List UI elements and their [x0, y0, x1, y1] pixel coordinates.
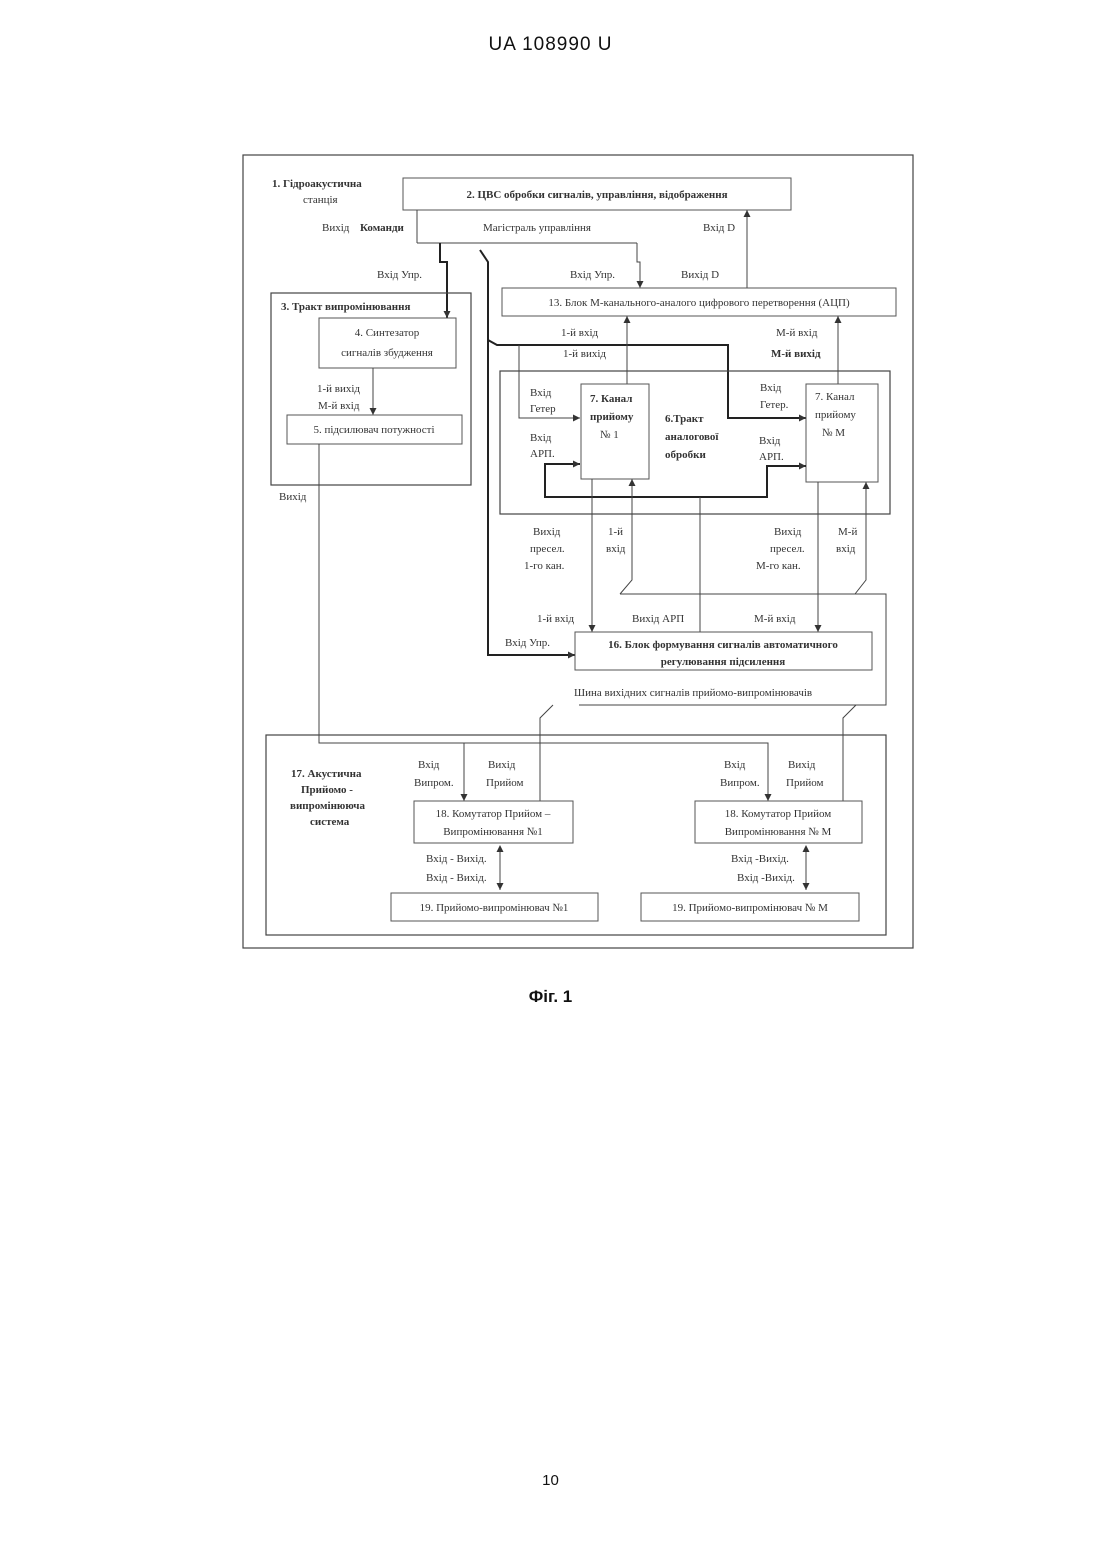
sw1-in-emit-label-1: Вхід: [418, 759, 440, 771]
page-number: 10: [0, 1472, 1101, 1489]
channel-1-label-3: № 1: [600, 429, 619, 441]
iom-label-a: Вхід -Вихід.: [731, 853, 789, 865]
arp-feedback-line-right: [700, 466, 806, 497]
in-m-arp-label: М-й вхід: [754, 613, 796, 625]
het-in-left-label-1: Вхід: [530, 387, 552, 399]
out-1-synth-label: 1-й вихід: [317, 383, 360, 395]
analog-path-label-1: 6.Тракт: [665, 413, 704, 425]
presel-m-label-3: М-го кан.: [756, 560, 801, 572]
in-upr-mid-label: Вхід Упр.: [570, 269, 615, 281]
synth-label-1: 4. Синтезатор: [355, 327, 420, 339]
arp-in-left-label-2: АРП.: [530, 448, 555, 460]
het-in-right-label-1: Вхід: [760, 382, 782, 394]
in-1-adc-label: 1-й вхід: [561, 327, 599, 339]
acoustic-label-4: система: [310, 816, 350, 828]
in-m-adc-label: М-й вхід: [776, 327, 818, 339]
io1-label-a: Вхід - Вихід.: [426, 853, 487, 865]
out-arp-label: Вихід АРП: [632, 613, 684, 625]
swm-out-recv-label-2: Прийом: [786, 777, 824, 789]
in-upr-arp-label: Вхід Упр.: [505, 637, 550, 649]
switch-1-label-1: 18. Комутатор Прийом –: [436, 808, 551, 820]
presel-1-label-1: Вихід: [533, 526, 561, 538]
in-upr-left-label: Вхід Упр.: [377, 269, 422, 281]
switch-m-label-1: 18. Комутатор Прийом: [725, 808, 831, 820]
station-label-2: станція: [303, 194, 338, 206]
swm-out-recv-label-1: Вихід: [788, 759, 816, 771]
switch-1-label-2: Випромінювання №1: [443, 826, 543, 838]
control-bus-label: Магістраль управління: [483, 222, 591, 234]
arp-former-label-2: регулювання підсилення: [661, 656, 786, 668]
out-1-top-label: 1-й вихід: [563, 348, 606, 360]
presel-m-label-2: пресел.: [770, 543, 805, 555]
bus-outputs-label: Шина вихідних сигналів прийомо-випроміню…: [574, 687, 812, 699]
transducer-m-label: 19. Прийомо-випромінювач № М: [672, 902, 828, 914]
presel-1-label-2: пресел.: [530, 543, 565, 555]
block-cvs-label: 2. ЦВС обробки сигналів, управління, від…: [466, 189, 727, 201]
channel-1-label-2: прийому: [590, 411, 634, 423]
het-in-left-label-2: Гетер: [530, 403, 556, 415]
out-commands-label-bold: Команди: [360, 222, 405, 234]
out-m-top-label: М-й вихід: [771, 348, 821, 360]
out-commands-label: Вихід: [322, 222, 350, 234]
arp-in-right-label-1: Вхід: [759, 435, 781, 447]
in-d-top-label: Вхід D: [703, 222, 735, 234]
in-1-lower-label-2: вхід: [606, 543, 626, 555]
in-m-lower-label-1: М-й: [838, 526, 857, 538]
output-amp-label: Вихід: [279, 491, 307, 503]
block-adc-label: 13. Блок М-канального-аналого цифрового …: [548, 297, 850, 309]
sw1-out-recv-label-1: Вихід: [488, 759, 516, 771]
sw1-out-recv-label-2: Прийом: [486, 777, 524, 789]
bus-to-adc-arrow: [637, 243, 640, 288]
swm-to-bus-line: [843, 705, 856, 801]
presel-1-label-3: 1-го кан.: [524, 560, 565, 572]
in-1-lower-label-1: 1-й: [608, 526, 623, 538]
transducer-1-label: 19. Прийомо-випромінювач №1: [420, 902, 569, 914]
channel-1-label-1: 7. Канал: [590, 393, 632, 405]
channel-m-label-2: прийому: [815, 409, 856, 421]
sw1-to-bus-line: [540, 705, 553, 801]
het-in-right-label-2: Гетер.: [760, 399, 789, 411]
out-d-label: Вихід D: [681, 269, 719, 281]
in-m-synth-label: М-й вхід: [318, 400, 360, 412]
analog-path-label-2: аналогової: [665, 431, 719, 443]
bus-to-emit-path-arrow: [440, 243, 447, 318]
bus-to-chm-arrow: [855, 482, 866, 594]
acoustic-label-3: випромінююча: [290, 800, 366, 812]
synth-label-2: сигналів збудження: [341, 347, 433, 359]
arp-former-label-1: 16. Блок формування сигналів автоматично…: [608, 639, 838, 651]
arp-in-left-label-1: Вхід: [530, 432, 552, 444]
in-m-lower-label-2: вхід: [836, 543, 856, 555]
station-label-1: 1. Гідроакустична: [272, 178, 362, 190]
acoustic-label-1: 17. Акустична: [291, 768, 362, 780]
emit-path-label: 3. Тракт випромінювання: [281, 301, 410, 313]
sw1-in-emit-label-2: Випром.: [414, 777, 454, 789]
amplifier-label: 5. підсилювач потужності: [313, 424, 434, 436]
presel-m-label-1: Вихід: [774, 526, 802, 538]
swm-in-emit-label-2: Випром.: [720, 777, 760, 789]
acoustic-label-2: Прийомо -: [301, 784, 353, 796]
swm-in-emit-label-1: Вхід: [724, 759, 746, 771]
channel-m-label-3: № М: [822, 427, 845, 439]
block-synthesizer: [319, 318, 456, 368]
io1-label-b: Вхід - Вихід.: [426, 872, 487, 884]
channel-m-label-1: 7. Канал: [815, 391, 855, 403]
in-1-arp-label: 1-й вхід: [537, 613, 575, 625]
figure-caption: Фіг. 1: [0, 987, 1101, 1007]
iom-label-b: Вхід -Вихід.: [737, 872, 795, 884]
arp-in-right-label-2: АРП.: [759, 451, 784, 463]
switch-m-label-2: Випромінювання № М: [725, 826, 832, 838]
analog-path-label-3: обробки: [665, 449, 706, 461]
